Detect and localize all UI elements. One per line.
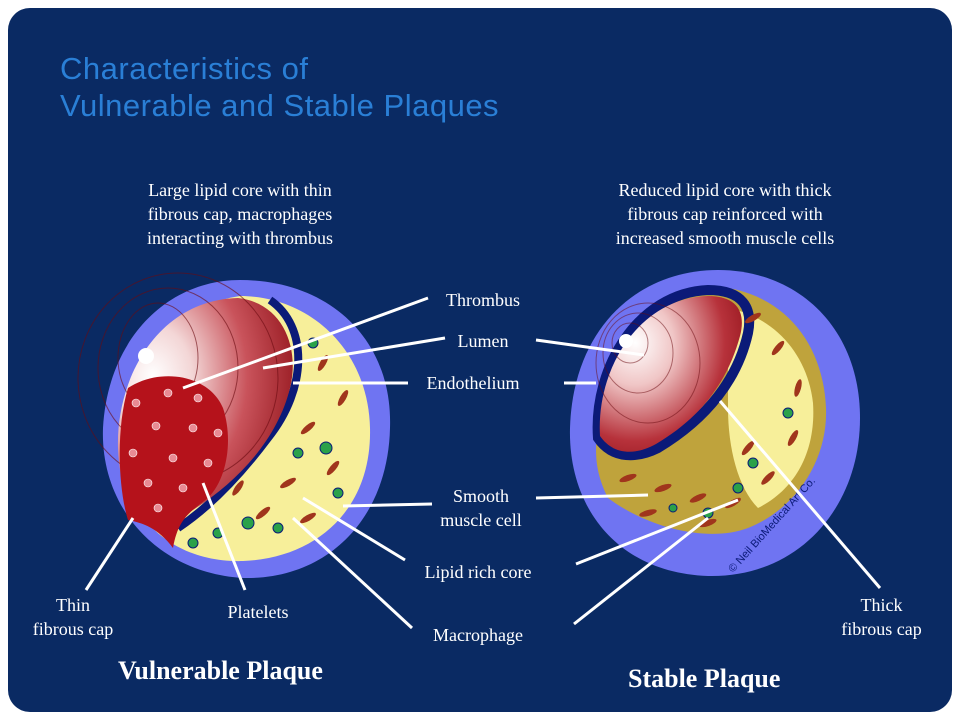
vulnerable-caption: Large lipid core with thin fibrous cap, …: [100, 178, 380, 250]
label-smooth-muscle-line-2: muscle cell: [440, 510, 522, 530]
leader-lumen-stable: [535, 338, 645, 357]
leader-smooth-muscle-stable: [535, 493, 649, 500]
vulnerable-caption-line-3: interacting with thrombus: [147, 228, 333, 248]
leader-lipid-core-stable: [575, 498, 739, 566]
vulnerable-caption-line-1: Large lipid core with thin: [148, 180, 332, 200]
title-line-1: Characteristics of: [60, 51, 309, 86]
label-thick-fibrous-cap: Thick fibrous cap: [824, 593, 939, 641]
leader-smooth-muscle: [342, 502, 433, 508]
label-thick-cap-line-1: Thick: [860, 595, 903, 615]
label-thin-cap-line-2: fibrous cap: [32, 619, 114, 639]
label-endothelium: Endothelium: [426, 373, 520, 393]
slide: Characteristics of Vulnerable and Stable…: [8, 8, 952, 712]
label-platelets: Platelets: [227, 602, 289, 622]
leader-macrophage-stable: [573, 516, 709, 626]
stable-heading: Stable Plaque: [628, 664, 781, 693]
leader-thin-cap: [84, 517, 135, 591]
slide-title: Characteristics of Vulnerable and Stable…: [60, 50, 499, 124]
plaque-illustration: © Neil BioMedical Art Co.: [77, 270, 882, 630]
leader-thrombus: [182, 296, 429, 390]
label-thrombus: Thrombus: [446, 290, 520, 310]
label-smooth-muscle-line-1: Smooth: [452, 486, 509, 506]
leader-lumen: [262, 336, 446, 370]
leader-platelets: [201, 482, 247, 591]
stable-caption-line-3: increased smooth muscle cells: [615, 228, 835, 248]
title-line-2: Vulnerable and Stable Plaques: [60, 88, 500, 123]
leader-thick-cap: [718, 400, 882, 589]
stable-lipid-core: [728, 308, 814, 508]
stable-lumen: [599, 296, 742, 452]
label-thick-cap-line-2: fibrous cap: [841, 619, 922, 639]
stable-plaque-drawing: © Neil BioMedical Art Co.: [569, 270, 860, 577]
stable-caption-line-2: fibrous cap reinforced with: [627, 204, 823, 224]
leader-lines: [84, 296, 882, 630]
label-macrophage: Macrophage: [433, 625, 523, 645]
label-smooth-muscle: Smooth muscle cell: [416, 484, 546, 532]
label-thin-cap-line-1: Thin: [56, 595, 90, 615]
vulnerable-heading: Vulnerable Plaque: [118, 656, 323, 685]
label-lumen: Lumen: [457, 331, 509, 351]
label-lipid-core: Lipid rich core: [424, 562, 532, 582]
leader-lipid-core: [302, 496, 406, 562]
label-thin-fibrous-cap: Thin fibrous cap: [13, 593, 133, 641]
vulnerable-plaque-drawing: [77, 272, 391, 579]
vulnerable-caption-line-2: fibrous cap, macrophages: [147, 204, 333, 224]
stable-caption: Reduced lipid core with thick fibrous ca…: [570, 178, 880, 250]
stable-caption-line-1: Reduced lipid core with thick: [618, 180, 832, 200]
leader-macrophage: [291, 516, 414, 630]
